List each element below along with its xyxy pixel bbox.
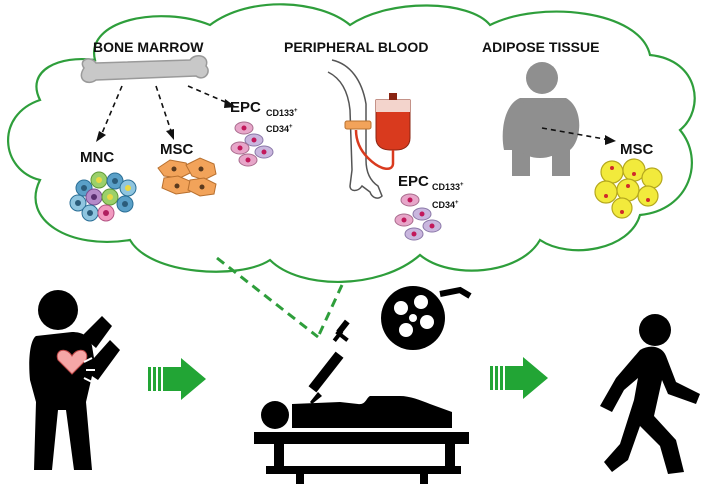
syringe-icon [308,319,350,404]
msc-label-bone-marrow: MSC [160,141,194,158]
patient-on-table-icon [254,396,469,484]
peripheral-blood-title: PERIPHERAL BLOOD [284,39,428,55]
adipocyte-cluster [594,158,663,219]
epc-label-peripheral-blood: EPC [398,173,429,190]
bone-marrow-title: BONE MARROW [93,39,204,55]
heart-icon [56,349,95,383]
epc-cell-cluster-bone-marrow [230,121,274,167]
msc-cell-cluster-bone-marrow [157,157,217,197]
cd133-marker-peripheral-blood: CD133+ [432,182,464,192]
heart-attack-person-icon [29,290,120,470]
cd34-marker-bone-marrow: CD34+ [266,124,293,134]
walking-person-icon [600,314,700,474]
green-arrow-icon-2 [490,357,548,399]
green-arrow-icon [148,358,206,400]
cd133-marker-bone-marrow: CD133+ [266,108,298,118]
cd34-marker-peripheral-blood: CD34+ [432,200,459,210]
cloud-outline [7,3,696,283]
mnc-label: MNC [80,149,114,166]
surgical-lamp-icon [381,286,472,350]
bone-arrows [99,85,231,139]
obese-person-icon [502,62,580,176]
adipose-dashed-arrow [541,127,616,145]
epc-label-bone-marrow: EPC [230,99,261,116]
epc-cell-cluster-peripheral-blood [394,193,442,241]
mnc-cell-cluster [69,171,137,222]
arm-iv-bag-icon [327,59,411,199]
msc-label-adipose: MSC [620,141,654,158]
cloud-to-treatment-connector [216,256,344,339]
femur-bone-icon [80,55,209,84]
adipose-tissue-title: ADIPOSE TISSUE [482,39,599,55]
